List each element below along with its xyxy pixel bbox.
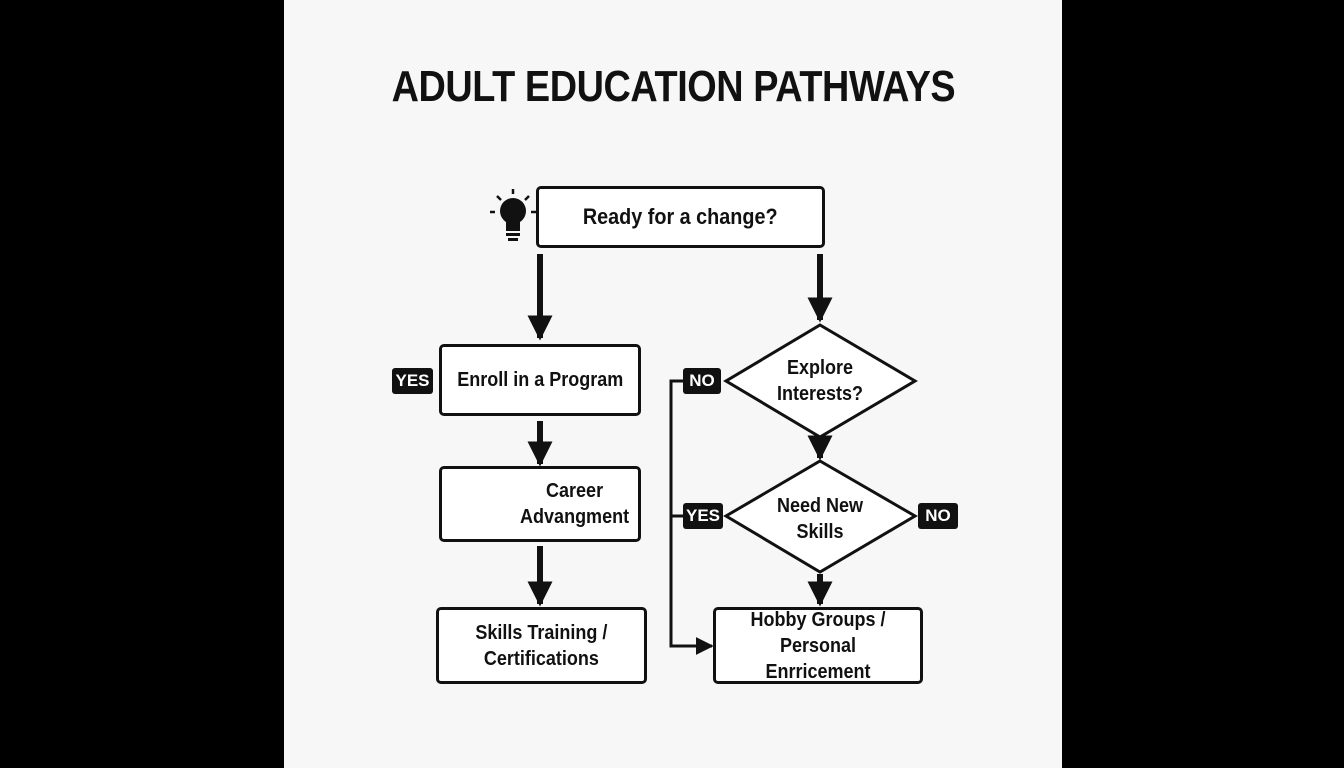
diagram-title: ADULT EDUCATION PATHWAYS <box>391 62 956 111</box>
need-skills-node-label: Need New Skills <box>748 493 892 545</box>
career-node-label-line1: Career <box>546 480 604 502</box>
arrow-loop-to-hobby <box>669 379 714 655</box>
need-skills-node-label-line1: Need New <box>776 495 864 517</box>
no-tag-explore: NO <box>683 368 721 394</box>
explore-node-label-line1: Explore <box>786 357 854 379</box>
yes-tag-need-skills: YES <box>683 503 723 529</box>
lightbulb-icon <box>490 189 536 241</box>
no-tag-need-skills: NO <box>918 503 958 529</box>
skills-node: Skills Training / Certifications <box>436 607 647 684</box>
career-node-text: Career Advangment <box>520 478 629 530</box>
career-node-label-line2: Advangment <box>520 506 630 528</box>
explore-node-label: Explore Interests? <box>748 355 892 407</box>
need-skills-node-label-line2: Skills <box>796 521 844 543</box>
yes-tag-enroll: YES <box>392 368 433 394</box>
start-node-label: Ready for a change? <box>583 203 778 229</box>
skills-node-label-line1: Skills Training / <box>475 621 608 644</box>
skills-node-text: Skills Training / Certifications <box>475 620 607 672</box>
hobby-node: Hobby Groups / Personal Enrricement <box>713 607 923 684</box>
skills-node-label-line2: Certifications <box>483 647 600 670</box>
hobby-node-text: Hobby Groups / Personal Enrricement <box>726 607 910 685</box>
diamond-explore <box>723 323 918 439</box>
hobby-node-label-line1: Hobby Groups / <box>750 608 886 631</box>
enroll-node: Enroll in a Program <box>439 344 641 416</box>
career-node: Career Advangment <box>439 466 641 542</box>
diamond-need-skills <box>723 459 918 574</box>
hobby-node-label-line2: Personal Enrricement <box>765 634 871 683</box>
enroll-node-label: Enroll in a Program <box>456 369 624 391</box>
start-node: Ready for a change? <box>536 186 825 248</box>
explore-node-label-line2: Interests? <box>776 383 864 405</box>
